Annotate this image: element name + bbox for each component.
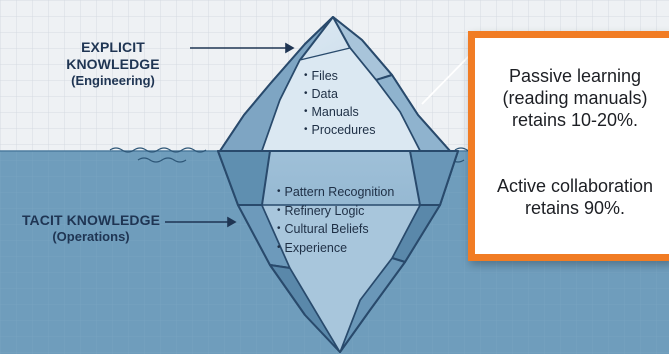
list-item: Files (304, 67, 375, 85)
list-item: Procedures (304, 121, 376, 139)
list-item: Data (304, 85, 375, 103)
explicit-subtitle: (Engineering) (71, 72, 155, 88)
active-collaboration-text: Active collaboration retains 90%. (496, 176, 654, 218)
explicit-items-list: Files Data Manuals Procedures (304, 67, 376, 139)
list-item: Pattern Recognition (277, 183, 395, 202)
passive-learning-text: Passive learning (reading manuals) retai… (502, 66, 648, 130)
list-item: Refinery Logic (277, 202, 394, 221)
list-item: Cultural Beliefs (277, 220, 394, 239)
explicit-knowledge-label: EXPLICIT KNOWLEDGE (Engineering) (36, 39, 190, 88)
explicit-title: EXPLICIT KNOWLEDGE (66, 39, 160, 72)
tacit-knowledge-label: TACIT KNOWLEDGE (Operations) (20, 212, 162, 244)
tacit-subtitle: (Operations) (52, 228, 130, 244)
tacit-title: TACIT KNOWLEDGE (21, 212, 161, 228)
list-item: Manuals (304, 103, 375, 121)
label-arrows (165, 42, 295, 228)
tacit-items-list: Pattern Recognition Refinery Logic Cultu… (277, 183, 395, 258)
list-item: Experience (277, 239, 394, 258)
retention-callout: Passive learning (reading manuals) retai… (468, 31, 669, 261)
callout-connector (421, 55, 470, 105)
